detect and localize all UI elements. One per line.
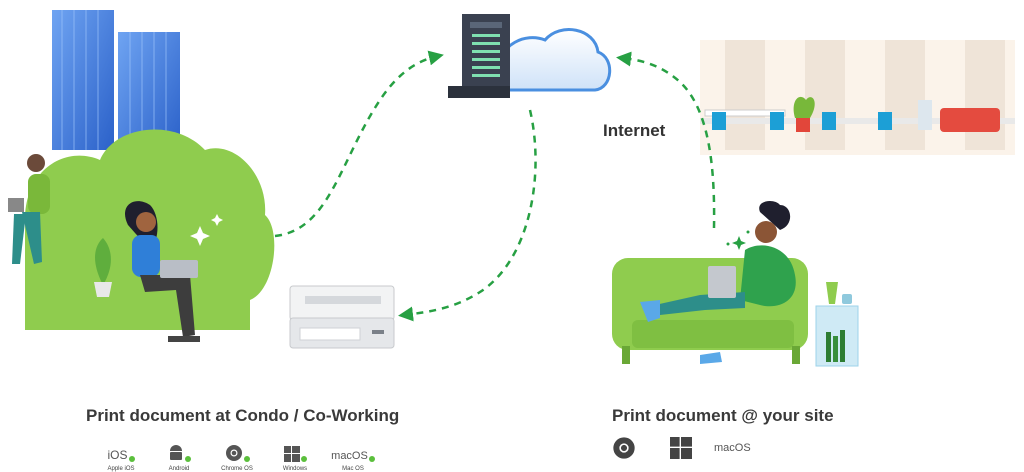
person-on-sofa (612, 200, 808, 364)
windows-icon (670, 437, 692, 459)
office-interior (700, 40, 1015, 155)
macos-icon: macOS (714, 442, 751, 454)
os-macos: macOS Mac OS (324, 436, 382, 472)
printer (289, 285, 395, 349)
wifi-sparkle-icon (726, 230, 750, 250)
left-caption: Print document at Condo / Co-Working (86, 406, 400, 425)
os-label: Windows (282, 466, 308, 472)
cloud-server (448, 14, 612, 98)
windows-icon (283, 436, 307, 462)
right-os-list: macOS (612, 436, 751, 460)
os-chrome: Chrome OS (208, 436, 266, 472)
arrow-coworking-to-server (274, 50, 444, 238)
right-caption: Print document @ your site (612, 406, 834, 425)
plant (94, 238, 112, 297)
chrome-icon (613, 437, 635, 459)
os-windows: Windows (266, 436, 324, 472)
sparkle-icon (190, 214, 223, 246)
arrow-server-to-printer (398, 109, 537, 322)
office-buildings (52, 10, 180, 150)
os-label: Android (168, 466, 190, 472)
person-man-laptop (8, 154, 50, 264)
os-label: Apple iOS (107, 466, 135, 472)
internet-label: Internet (603, 121, 666, 140)
connection-arrows (274, 50, 716, 322)
android-icon (168, 436, 191, 462)
left-os-list: iOS Apple iOS Android Chrome OS Windows … (92, 436, 382, 472)
ios-icon: iOS (107, 436, 135, 462)
os-apple-ios: iOS Apple iOS (92, 436, 150, 472)
macos-icon: macOS (331, 436, 375, 462)
os-label: Mac OS (342, 466, 364, 472)
chrome-icon (225, 436, 250, 462)
os-android: Android (150, 436, 208, 472)
side-table (815, 282, 859, 367)
os-label: Chrome OS (221, 466, 253, 472)
person-woman-laptop (125, 201, 200, 342)
arrow-home-to-server (616, 51, 716, 229)
